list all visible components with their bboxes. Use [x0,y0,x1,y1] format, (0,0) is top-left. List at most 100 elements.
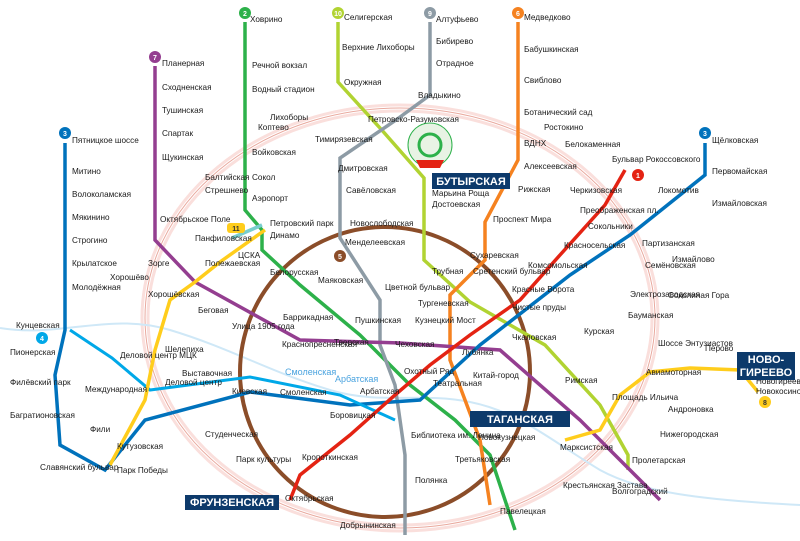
station-label[interactable]: Рижская [518,185,550,194]
station-label[interactable]: Парк Победы [117,466,168,475]
station-label[interactable]: Тимирязевская [315,135,373,144]
station-label[interactable]: Панфиловская [195,234,252,243]
station-label[interactable]: Планерная [162,59,204,68]
station-label[interactable]: Октябрьское Поле [160,215,231,224]
highlight-novogireevo[interactable]: НОВО- ГИРЕЕВО [737,352,795,380]
station-label[interactable]: Локомотив [658,186,699,195]
station-label[interactable]: Библиотека им. Ленина [411,431,501,440]
station-label[interactable]: Сходненская [162,83,212,92]
station-label[interactable]: Волоколамская [72,190,131,199]
station-label[interactable]: Петровско-Разумовская [368,115,459,124]
highlight-frunzenskaya[interactable]: ФРУНЗЕНСКАЯ [185,495,279,510]
station-label[interactable]: Павелецкая [500,507,546,516]
station-label[interactable]: Кутузовская [117,442,163,451]
station-label[interactable]: Строгино [72,236,108,245]
station-label[interactable]: Савёловская [346,186,396,195]
station-label[interactable]: Киевская [232,387,267,396]
station-label[interactable]: Крылатское [72,259,117,268]
station-label[interactable]: Лубянка [462,348,494,357]
station-label[interactable]: Андроновка [668,405,714,414]
station-label[interactable]: Черкизовская [570,186,622,195]
station-label[interactable]: Выставочная [182,369,232,378]
station-label[interactable]: Площадь Ильича [612,393,679,402]
station-label[interactable]: Шоссе Энтузиастов [658,339,733,348]
station-label[interactable]: Селигерская [344,13,392,22]
station-label[interactable]: Пионерская [10,348,55,357]
station-label[interactable]: Аэропорт [252,194,288,203]
station-label[interactable]: Хорошёво [110,273,149,282]
station-label[interactable]: Курская [584,327,614,336]
station-label[interactable]: Парк культуры [236,455,291,464]
station-label[interactable]: Мякинино [72,213,110,222]
station-label[interactable]: Измайлово [672,255,715,264]
station-label[interactable]: Новокосино [756,387,800,396]
station-label[interactable]: Красносельская [564,241,625,250]
station-label[interactable]: Спартак [162,129,193,138]
station-label[interactable]: Окружная [344,78,382,87]
station-label[interactable]: Октябрьская [285,494,334,503]
station-label[interactable]: Арбатская [360,387,399,396]
station-label[interactable]: Волгоградский [612,487,668,496]
station-label[interactable]: Бабушкинская [524,45,579,54]
station-label[interactable]: Полянка [415,476,448,485]
station-label[interactable]: Боровицкая [330,411,375,420]
station-label[interactable]: Римская [565,376,598,385]
station-label[interactable]: Международная [85,385,147,394]
station-label[interactable]: Славянский бульвар [40,463,119,472]
station-label[interactable]: Ховрино [250,15,283,24]
station-label[interactable]: Белокаменная [565,140,621,149]
station-label[interactable]: Багратионовская [10,411,75,420]
station-label[interactable]: Цветной бульвар [385,283,451,292]
station-label[interactable]: Трубная [432,267,463,276]
station-label[interactable]: Баррикадная [283,313,333,322]
station-label[interactable]: Электрозаводская [630,290,700,299]
station-label[interactable]: Чистые пруды [512,303,566,312]
station-label[interactable]: Балтийская [205,173,249,182]
station-label[interactable]: Войковская [252,148,296,157]
station-label[interactable]: Пушкинская [355,316,401,325]
station-label[interactable]: Динамо [270,231,300,240]
station-label[interactable]: Смоленская [280,388,327,397]
station-label[interactable]: Речной вокзал [252,61,307,70]
station-label[interactable]: Верхние Лихоборы [342,43,415,52]
station-label[interactable]: Нижегородская [660,430,718,439]
station-label[interactable]: Алтуфьево [436,15,479,24]
highlight-butyrskaya[interactable]: БУТЫРСКАЯ [432,173,510,189]
station-label[interactable]: Отрадное [436,59,474,68]
station-label[interactable]: Кропоткинская [302,453,358,462]
station-label[interactable]: Марксистская [560,443,613,452]
station-label[interactable]: Первомайская [712,167,767,176]
station-label[interactable]: Кузнецкий Мост [415,316,476,325]
station-label[interactable]: Филёвский парк [10,378,71,387]
station-label[interactable]: Комсомольская [528,261,588,270]
station-label[interactable]: Стрешнево [205,186,249,195]
station-label[interactable]: Дмитровская [338,164,388,173]
station-label[interactable]: Сухаревская [470,251,519,260]
station-label[interactable]: Митино [72,167,101,176]
station-label[interactable]: Пятницкое шоссе [72,136,139,145]
station-label[interactable]: Студенческая [205,430,258,439]
station-label[interactable]: Молодёжная [72,283,121,292]
station-label[interactable]: Водный стадион [252,85,315,94]
station-label[interactable]: Ботанический сад [524,108,593,117]
station-label[interactable]: Новокузнецкая [478,433,535,442]
station-label[interactable]: Пролетарская [632,456,685,465]
station-label[interactable]: Щёлковская [712,136,758,145]
station-label[interactable]: ЦСКА [238,251,261,260]
station-label[interactable]: Медведково [524,13,571,22]
station-label[interactable]: Фили [90,425,110,434]
station-label[interactable]: Китай-город [473,371,519,380]
station-label[interactable]: Измайловская [712,199,767,208]
station-label[interactable]: ВДНХ [524,139,547,148]
station-label[interactable]: Сретенский бульвар [473,267,551,276]
station-label[interactable]: Менделеевская [345,238,405,247]
station-label[interactable]: Петровский парк [270,219,334,228]
station-label[interactable]: Деловой центр [165,378,222,387]
station-label[interactable]: Деловой центр МЦК [120,351,197,360]
station-label[interactable]: Крестьянская Застава [563,481,648,490]
station-label[interactable]: Партизанская [642,239,695,248]
station-label[interactable]: Бибирево [436,37,474,46]
station-label[interactable]: Тушинская [162,106,203,115]
station-label[interactable]: Беговая [198,306,229,315]
station-label[interactable]: Соколиная Гора [668,291,730,300]
